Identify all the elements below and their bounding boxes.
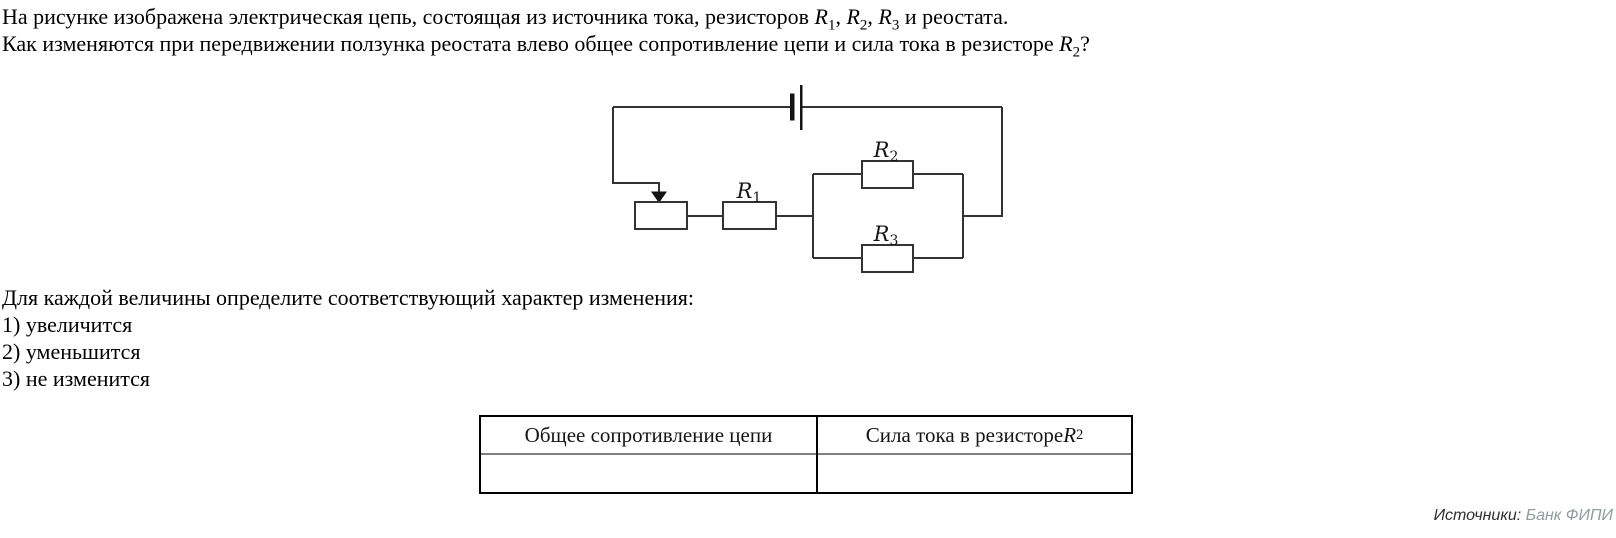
answer-cell-resistance [481, 455, 816, 492]
battery-icon [790, 85, 803, 130]
resistor-r1-label: R1 [736, 179, 762, 206]
question-text: На рисунке изображена электрическая цепь… [2, 3, 1090, 61]
resistor-r2-label: R2 [873, 138, 899, 165]
instructions-intro: Для каждой величины определите соответст… [2, 285, 695, 310]
rheostat-box [634, 201, 688, 230]
option-2: 2) уменьшится [2, 339, 141, 364]
source-attribution: Источники: Банк ФИПИ [1434, 507, 1613, 525]
table-header-rule [481, 453, 816, 455]
resistor-r3-box [861, 244, 914, 273]
answer-cell-current [818, 455, 1131, 492]
resistor-r2-box [861, 160, 914, 189]
source-label: Источники: [1433, 507, 1522, 524]
source-value: Банк ФИПИ [1525, 507, 1613, 524]
resistor-r3-label: R3 [873, 222, 899, 249]
question-line-1: На рисунке изображена электрическая цепь… [2, 4, 1009, 34]
circuit-wires [612, 106, 1003, 259]
table-header-rule [818, 453, 1131, 455]
table-header-resistance: Общее сопротивление цепи [524, 422, 773, 447]
resistor-r1-box [722, 201, 777, 230]
answer-table: Общее сопротивление цепи Сила тока в рез… [479, 415, 1133, 494]
circuit-diagram: R1 R2 R3 [612, 85, 1003, 273]
option-3: 3) не изменится [2, 366, 151, 391]
table-column-divider [816, 417, 818, 492]
option-1: 1) увеличится [2, 312, 133, 337]
rheostat-arrow-icon [651, 191, 667, 203]
instructions: Для каждой величины определите соответст… [2, 284, 694, 392]
question-line-2: Как изменяются при передвижении ползунка… [2, 31, 1090, 61]
